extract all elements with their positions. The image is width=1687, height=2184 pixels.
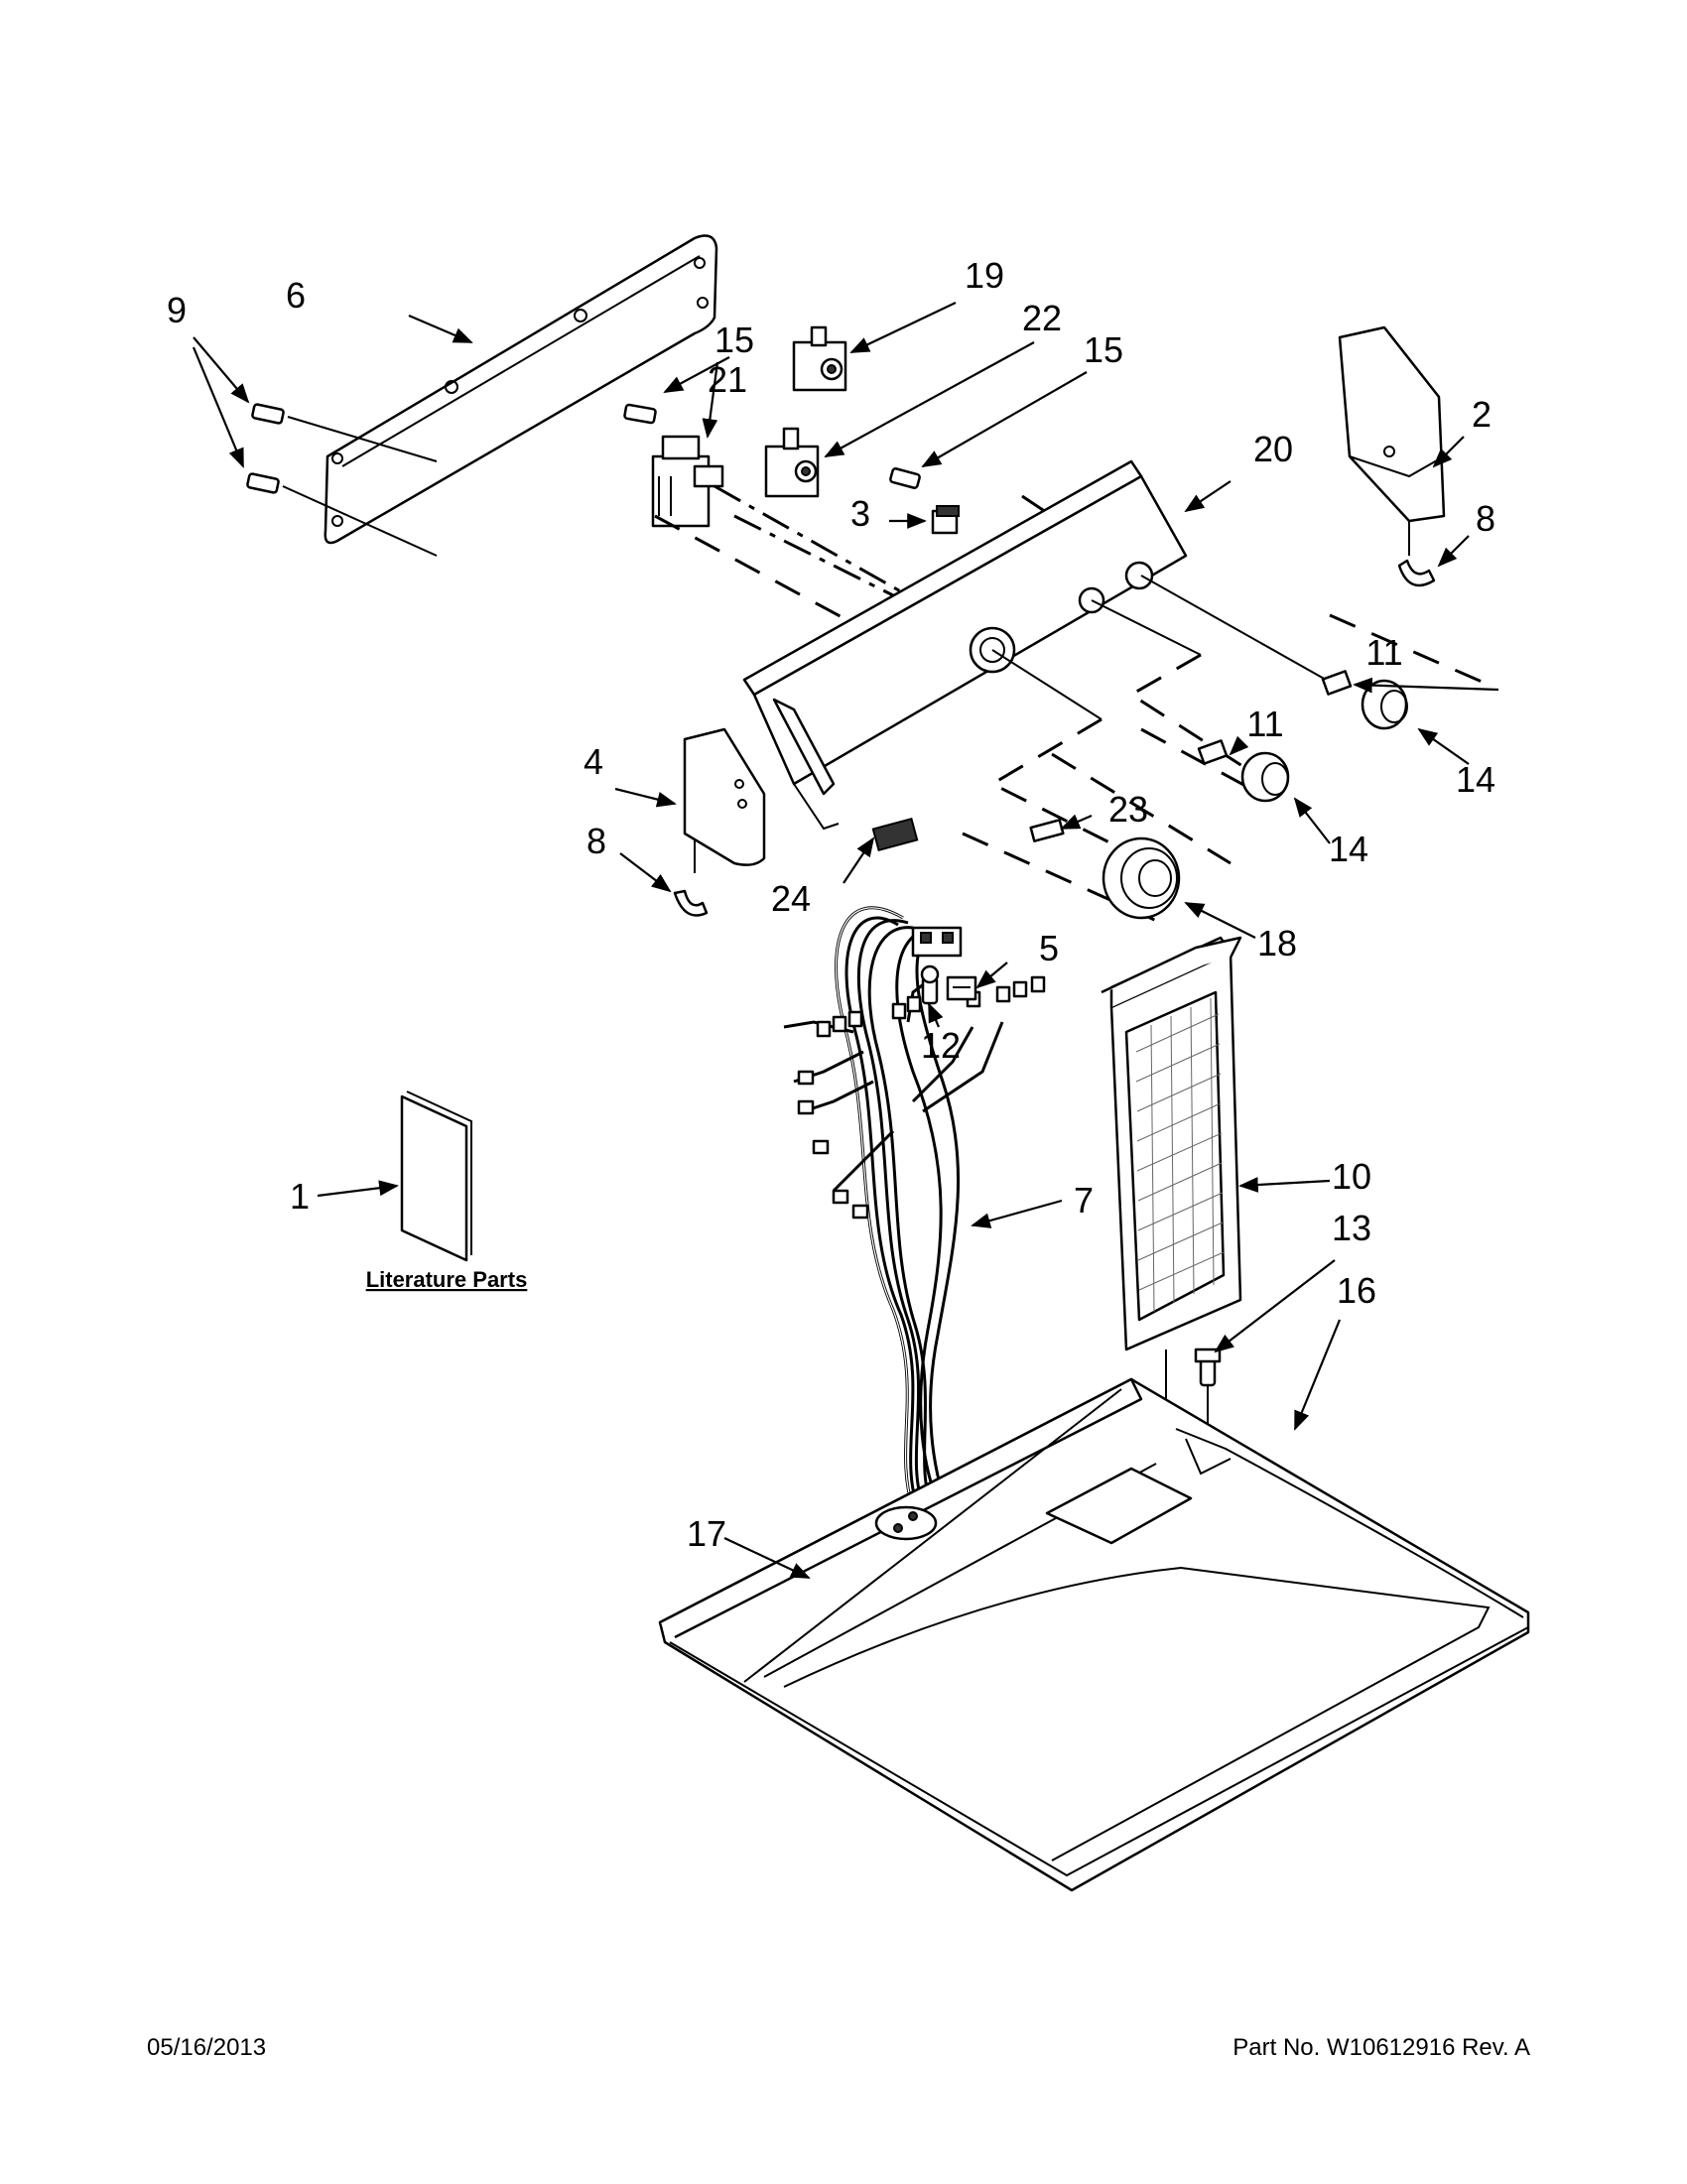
label-2: 2 — [1472, 394, 1492, 435]
label-17: 17 — [687, 1513, 726, 1554]
label-3: 3 — [850, 493, 870, 534]
label-11-upper: 11 — [1365, 632, 1402, 673]
label-6: 6 — [286, 275, 306, 316]
label-13: 13 — [1332, 1208, 1371, 1248]
part-9-screws — [246, 403, 438, 557]
part-20-console — [742, 459, 1336, 831]
label-4: 4 — [584, 741, 603, 782]
part-18-knob-large — [1102, 836, 1181, 920]
part-17-top-panel — [658, 1377, 1530, 1892]
label-14-upper: 14 — [1456, 759, 1495, 800]
part-1-literature — [400, 1091, 472, 1262]
part-3-clip — [931, 505, 960, 535]
leader-arrows — [192, 302, 1499, 1579]
part-12-screw — [920, 964, 940, 1005]
label-9: 9 — [167, 290, 187, 330]
label-21: 21 — [708, 359, 747, 400]
footer-date: 05/16/2013 — [147, 2034, 267, 2061]
part-14-knob-lower — [1240, 751, 1290, 803]
part-16-lid-seal — [1175, 1428, 1524, 1618]
part-22-switch — [764, 427, 820, 498]
label-24: 24 — [771, 878, 811, 919]
part-15-screw-left — [623, 403, 657, 425]
label-22: 22 — [1022, 298, 1062, 338]
literature-caption: Literature Parts — [366, 1267, 528, 1292]
part-8-clip-right — [1397, 559, 1436, 587]
part-5-connector — [946, 975, 977, 1001]
part-number-labels: 6 9 19 22 15 15 21 20 2 3 8 11 11 14 14 … — [167, 255, 1495, 1554]
label-18: 18 — [1257, 923, 1297, 964]
label-1: 1 — [290, 1176, 310, 1217]
footer-part-number: Part No. W10612916 Rev. A — [1233, 2034, 1530, 2061]
label-8-left: 8 — [586, 821, 606, 861]
part-11-pin-upper — [1321, 670, 1353, 696]
part-19-switch — [792, 325, 847, 392]
label-10: 10 — [1332, 1156, 1371, 1197]
part-7-wire-harness — [783, 906, 1046, 1511]
part-21-timer — [651, 435, 724, 528]
part-2-bracket-right — [1338, 325, 1446, 556]
part-8-clip-left — [673, 889, 709, 917]
part-14-knob-upper — [1361, 679, 1408, 730]
label-5: 5 — [1039, 928, 1059, 968]
part-15-screw-right — [889, 467, 921, 489]
part-4-bracket-left — [683, 727, 766, 873]
part-11-pin-lower — [1197, 739, 1229, 765]
part-24-label — [871, 817, 919, 852]
part-23-pin — [1029, 819, 1065, 842]
label-7: 7 — [1074, 1180, 1094, 1220]
part-10-lint-filter — [1101, 936, 1242, 1488]
label-12: 12 — [921, 1025, 961, 1066]
label-11-lower: 11 — [1246, 704, 1283, 744]
label-20: 20 — [1253, 429, 1293, 469]
label-14-lower: 14 — [1329, 829, 1368, 869]
label-16: 16 — [1337, 1270, 1376, 1311]
part-6-rear-panel — [324, 234, 718, 545]
label-15-right: 15 — [1084, 329, 1123, 370]
label-8-right: 8 — [1476, 498, 1495, 539]
label-19: 19 — [965, 255, 1004, 296]
label-23: 23 — [1108, 789, 1148, 830]
label-15-left: 15 — [714, 320, 754, 360]
